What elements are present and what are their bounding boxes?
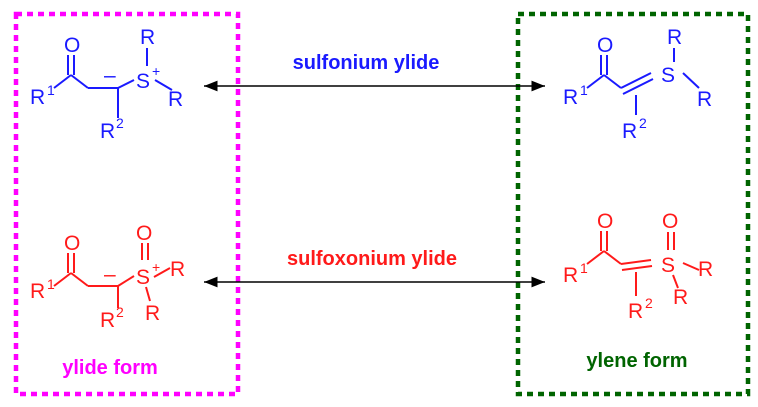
sulfoxonium-ylene-structure <box>586 231 700 296</box>
sulfonium-ylide-label: sulfonium ylide <box>293 52 440 74</box>
ylene-form-box <box>515 11 751 397</box>
atom-S: S <box>136 70 150 93</box>
atom-R: R <box>145 302 160 325</box>
atom-R: R <box>170 258 185 281</box>
atom-R2-superscript: 2 <box>116 115 124 131</box>
atom-R1-superscript: 1 <box>580 260 588 276</box>
sulfoxonium-ylide-label: sulfoxonium ylide <box>287 248 457 270</box>
atom-R: R <box>673 286 688 309</box>
ylene-form-label: ylene form <box>586 350 687 372</box>
atom-R2: R <box>100 120 115 143</box>
atom-S: S <box>136 266 150 289</box>
sulfonium-ylide-structure <box>53 48 173 118</box>
atom-R1-superscript: 1 <box>47 82 55 98</box>
atom-O: O <box>64 232 80 255</box>
atom-O: O <box>64 34 80 57</box>
sulfur-plus-charge: + <box>152 63 160 79</box>
atom-R2-superscript: 2 <box>645 295 653 311</box>
atom-R: R <box>140 26 155 49</box>
carbanion-minus: – <box>104 64 116 87</box>
atom-R: R <box>697 88 712 111</box>
ylide-form-box <box>13 11 241 397</box>
atom-O: O <box>136 222 152 245</box>
atom-O: O <box>597 210 613 233</box>
sulfoxonium-ylide-structure <box>53 243 171 308</box>
atom-R1: R <box>30 280 45 303</box>
sulfur-plus-charge: + <box>152 259 160 275</box>
atom-R2-superscript: 2 <box>116 304 124 320</box>
atom-R2: R <box>622 120 637 143</box>
atom-R1: R <box>30 86 45 109</box>
atom-R1-superscript: 1 <box>580 82 588 98</box>
atom-R1: R <box>563 86 578 109</box>
atom-S: S <box>661 254 675 277</box>
carbanion-minus: – <box>104 263 116 286</box>
atom-R2: R <box>100 309 115 332</box>
atom-R: R <box>698 258 713 281</box>
atom-O: O <box>662 210 678 233</box>
atom-O: O <box>597 34 613 57</box>
atom-S: S <box>661 64 675 87</box>
atom-R2: R <box>628 300 643 323</box>
atom-R1-superscript: 1 <box>47 276 55 292</box>
ylide-form-label: ylide form <box>62 357 158 379</box>
atom-R2-superscript: 2 <box>639 115 647 131</box>
sulfonium-ylene-structure <box>586 48 700 115</box>
atom-R1: R <box>563 264 578 287</box>
atom-R: R <box>667 26 682 49</box>
atom-R: R <box>168 88 183 111</box>
